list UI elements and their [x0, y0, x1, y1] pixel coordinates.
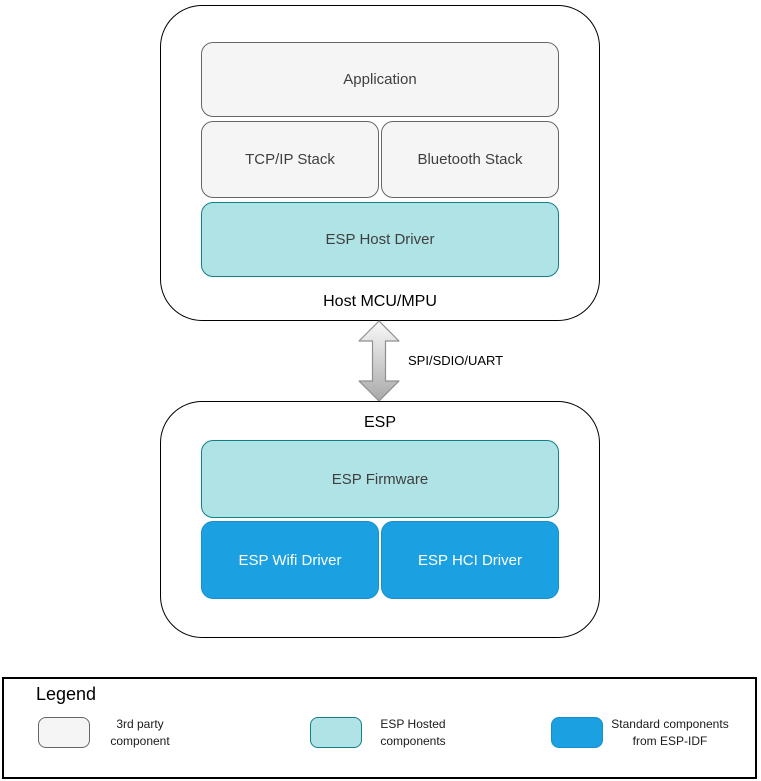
esp-wifi-driver-box-label: ESP Wifi Driver	[238, 551, 342, 569]
bidirectional-arrow-icon	[358, 320, 400, 402]
legend-item-label: ESP Hosted components	[363, 716, 463, 750]
legend-label-line: component	[110, 734, 170, 748]
esp-host-driver-box-label: ESP Host Driver	[325, 231, 435, 248]
esp-hci-driver-box: ESP HCI Driver	[381, 521, 559, 599]
tcpip-stack-box: TCP/IP Stack	[201, 121, 379, 198]
interconnect-label: SPI/SDIO/UART	[408, 353, 504, 368]
legend-label-line: 3rd party	[116, 717, 164, 731]
esp-container	[160, 401, 600, 638]
bluetooth-stack-box: Bluetooth Stack	[381, 121, 559, 198]
tcpip-stack-box-label: TCP/IP Stack	[245, 151, 335, 168]
legend-swatch-3rd-party	[38, 717, 90, 748]
esp-label: ESP	[363, 414, 396, 431]
legend-title: Legend	[36, 684, 97, 704]
esp-host-driver-box: ESP Host Driver	[201, 202, 559, 277]
esp-wifi-driver-box: ESP Wifi Driver	[201, 521, 379, 599]
esp-hci-driver-box-label: ESP HCI Driver	[418, 551, 522, 569]
legend-item-label: 3rd party component	[90, 716, 190, 750]
legend-swatch-esp-hosted	[310, 717, 362, 748]
host-mcu-label: Host MCU/MPU	[323, 293, 437, 310]
application-box: Application	[201, 42, 559, 117]
legend-label-line: components	[380, 734, 446, 748]
legend-label-line: from ESP-IDF	[632, 734, 708, 748]
esp-firmware-box-label: ESP Firmware	[331, 470, 429, 488]
legend-label-line: Standard components	[611, 717, 729, 731]
esp-firmware-box: ESP Firmware	[201, 440, 559, 518]
legend-item-label: Standard components from ESP-IDF	[595, 716, 745, 750]
legend-swatch-esp-idf	[551, 717, 603, 748]
legend-panel	[2, 677, 757, 779]
application-box-label: Application	[343, 71, 417, 88]
bluetooth-stack-box-label: Bluetooth Stack	[417, 151, 523, 168]
legend-label-line: ESP Hosted	[380, 717, 446, 731]
